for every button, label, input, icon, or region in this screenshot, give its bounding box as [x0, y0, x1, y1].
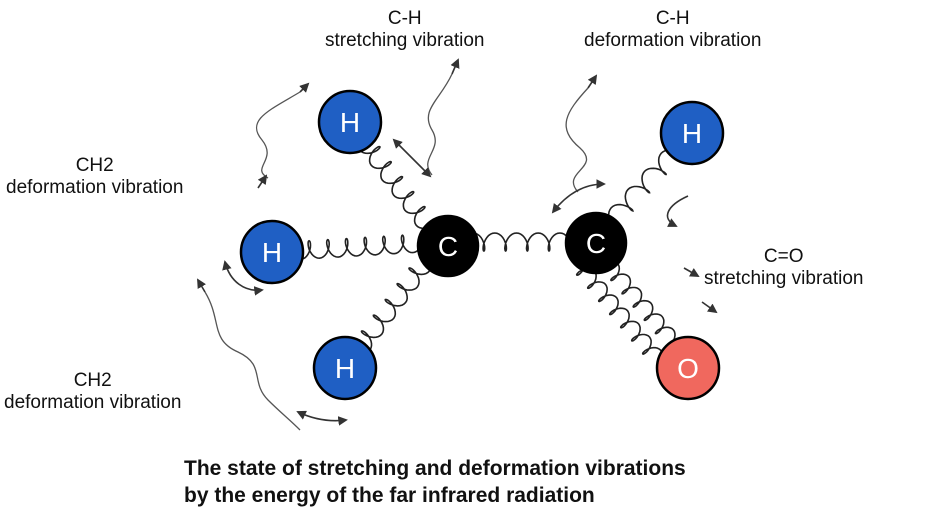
bond-springs: [271, 121, 693, 370]
hydrogen-atom-left-circle: [239, 219, 305, 285]
carbon-atom-right-symbol: C: [586, 228, 606, 259]
label-co-stretching-line1: C=O: [763, 246, 804, 267]
hydrogen-atom-top: H: [317, 89, 383, 155]
caption-line1: The state of stretching and deformation …: [184, 457, 686, 480]
arrow-ch2-left-curve: [222, 260, 264, 296]
hydrogen-atom-left-symbol: H: [262, 237, 282, 268]
label-ch2-lower-line2: deformation vibration: [4, 392, 182, 413]
arrow-wave-ch-deform: [587, 74, 598, 89]
hydrogen-atom-bottom-symbol: H: [335, 353, 355, 384]
arrow-wave-top-left-tail: [257, 174, 268, 189]
label-ch2-upper-line2: deformation vibration: [6, 177, 184, 198]
label-ch2-upper-line1: CH2: [75, 155, 114, 176]
oxygen-atom-circle: [655, 335, 721, 401]
hydrogen-atom-bottom-circle: [312, 335, 378, 401]
hydrogen-atom-right-symbol: H: [682, 118, 702, 149]
carbon-atom-right: C: [564, 211, 628, 275]
arrow-ch-deform-curve: [551, 179, 606, 214]
carbon-atom-left-circle: [416, 214, 480, 278]
label-ch-deformation-line1: C-H: [655, 8, 690, 29]
arrow-co-stretch-a: [683, 267, 700, 277]
hydrogen-atom-left: H: [239, 219, 305, 285]
label-ch-deformation: C-H deformation vibration: [584, 8, 761, 52]
arrow-wave-ch-stretch: [450, 58, 460, 75]
diagram-caption: The state of stretching and deformation …: [184, 455, 686, 509]
wave-ch-deform: [565, 87, 589, 193]
label-co-stretching: C=O stretching vibration: [704, 246, 863, 290]
hydrogen-atom-right: H: [659, 100, 725, 166]
carbon-atom-right-circle: [564, 211, 628, 275]
label-ch-stretching-line2: stretching vibration: [325, 30, 485, 51]
arrow-ch2-bottom-curve: [296, 410, 348, 426]
label-ch2-deformation-lower: CH2 deformation vibration: [4, 370, 181, 414]
label-ch-stretching: C-H stretching vibration: [325, 8, 484, 52]
label-ch-stretching-line1: C-H: [387, 8, 422, 29]
wave-ch-stretch: [427, 73, 453, 176]
hydrogen-atom-top-circle: [317, 89, 383, 155]
arrow-ch-stretch-double: [392, 138, 432, 178]
arrow-wave-ch2-lower: [197, 278, 207, 293]
atoms: H H H H C C O: [239, 89, 725, 401]
label-ch-deformation-line2: deformation vibration: [584, 30, 762, 51]
wave-ch2-lower: [204, 291, 301, 431]
carbon-atom-left: C: [416, 214, 480, 278]
label-ch2-deformation-upper: CH2 deformation vibration: [6, 155, 183, 199]
oxygen-atom-symbol: O: [677, 353, 699, 384]
oxygen-atom: O: [655, 335, 721, 401]
label-ch2-lower-line1: CH2: [73, 370, 112, 391]
bond-c-o-2: [575, 268, 663, 363]
arrow-co-stretch-b: [701, 301, 718, 314]
wave-top-left: [255, 91, 301, 179]
vibration-arrows: [197, 58, 718, 426]
carbon-atom-left-symbol: C: [438, 231, 458, 262]
arrow-h-top-right-curve: [666, 195, 689, 227]
caption-line2: by the energy of the far infrared radiat…: [184, 484, 595, 507]
hydrogen-atom-bottom: H: [312, 335, 378, 401]
label-co-stretching-line2: stretching vibration: [704, 268, 864, 289]
arrow-wave-top-left-head: [299, 82, 310, 93]
bond-c-o-1: [599, 260, 687, 356]
hydrogen-atom-top-symbol: H: [340, 107, 360, 138]
hydrogen-atom-right-circle: [659, 100, 725, 166]
